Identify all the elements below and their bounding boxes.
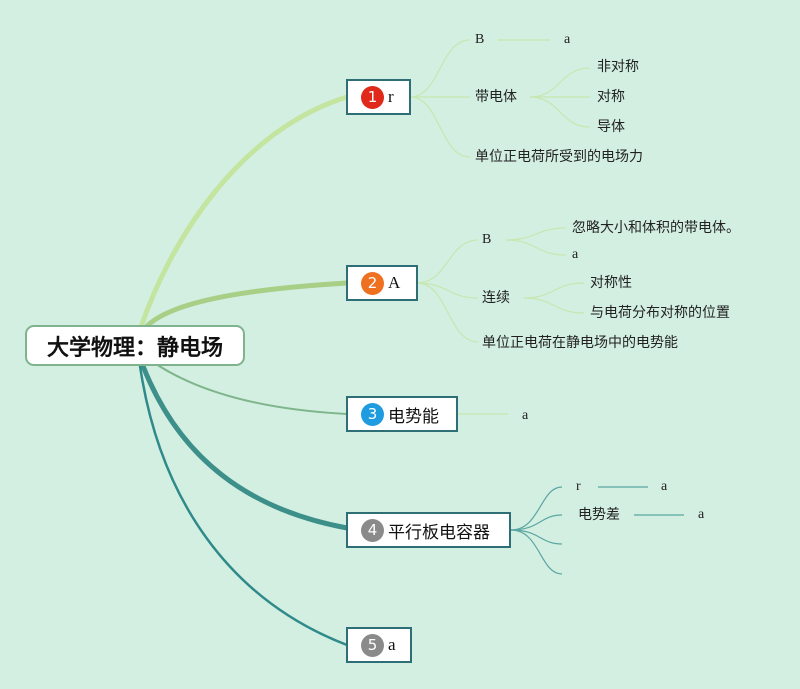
branch-2-connector (139, 280, 350, 335)
number-badge-1: 1 (361, 85, 384, 109)
branch-4-children-lines (510, 486, 684, 575)
branch-2-children-lines (416, 227, 585, 343)
root-node-title[interactable]: 大学物理：静电场 (25, 325, 245, 366)
branch-2-child-2-label[interactable]: 连续 (482, 290, 510, 306)
number-badge-3: 3 (361, 402, 384, 426)
branch-2-grandchild-2[interactable]: a (572, 247, 579, 262)
branch-1-node[interactable]: 1 r (346, 79, 411, 115)
branch-3-node[interactable]: 3 电势能 (346, 396, 458, 432)
branch-1-child-3-label[interactable]: 单位正电荷所受到的电场力 (475, 149, 643, 165)
branch-4-child-1-value[interactable]: a (661, 479, 668, 494)
number-badge-4: 4 (361, 518, 384, 542)
branch-1-grandchild-2[interactable]: 对称 (597, 89, 625, 105)
branch-3-child-1-label[interactable]: a (522, 408, 529, 423)
branch-1-connector (137, 94, 350, 333)
branch-1-child-1-value[interactable]: a (564, 32, 571, 47)
branch-4-child-2-label[interactable]: 电势差 (578, 507, 620, 523)
branch-2-label: A (388, 273, 401, 292)
branch-2-grandchild-4[interactable]: 与电荷分布对称的位置 (590, 305, 730, 321)
branch-2-grandchild-1[interactable]: 忽略大小和体积的带电体。 (572, 220, 740, 236)
branch-3-label: 电势能 (388, 406, 439, 427)
branch-4-child-2-value[interactable]: a (698, 507, 705, 522)
branch-5-connector (138, 364, 349, 647)
branch-2-child-3-label[interactable]: 单位正电荷在静电场中的电势能 (482, 335, 678, 351)
number-badge-2: 2 (361, 271, 384, 295)
branch-4-label: 平行板电容器 (388, 522, 490, 543)
branch-4-node[interactable]: 4 平行板电容器 (346, 512, 511, 548)
branch-5-node[interactable]: 5 a (346, 627, 412, 663)
branch-4-connector (140, 363, 350, 531)
number-badge-5: 5 (361, 633, 384, 657)
branch-3-connector (149, 359, 348, 415)
branch-1-child-2-label[interactable]: 带电体 (475, 89, 517, 105)
branch-2-node[interactable]: 2 A (346, 265, 418, 301)
branch-4-child-1-label[interactable]: r (576, 479, 581, 494)
branch-1-child-1-label[interactable]: B (475, 32, 485, 47)
branch-5-label: a (388, 635, 396, 654)
branch-2-child-1-label[interactable]: B (482, 232, 492, 247)
branch-2-grandchild-3[interactable]: 对称性 (590, 275, 632, 291)
branch-1-grandchild-1[interactable]: 非对称 (597, 59, 639, 75)
branch-1-label: r (388, 87, 394, 106)
branch-1-grandchild-3[interactable]: 导体 (597, 119, 625, 135)
branch-1-children-lines (409, 39, 591, 158)
